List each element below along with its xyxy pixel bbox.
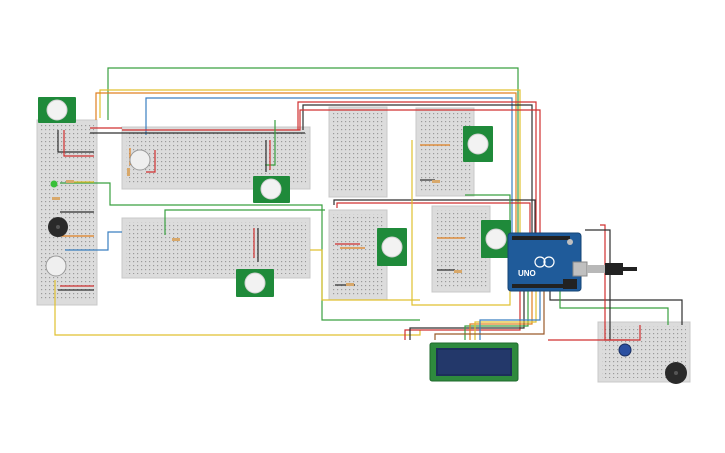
pir-sensor-5[interactable] bbox=[463, 126, 493, 162]
wire-green-farright bbox=[559, 290, 669, 325]
wire-green-top-loop bbox=[107, 67, 519, 235]
wire-yellow-middle bbox=[310, 249, 420, 301]
wire-black-farright bbox=[549, 290, 683, 325]
wire-red-lcd bbox=[404, 290, 521, 340]
wire-orange-lcd bbox=[469, 290, 533, 340]
wire-yellow-right-v bbox=[411, 140, 511, 306]
wire-red-top-2 bbox=[122, 109, 541, 235]
wire-black-center-1 bbox=[333, 199, 536, 235]
wire-yellow-top-loop bbox=[99, 89, 521, 235]
lcd-display[interactable] bbox=[429, 342, 519, 382]
wire-red-center-1 bbox=[336, 202, 531, 235]
wire-black-farright-2 bbox=[585, 229, 611, 340]
piezo-buzzer-left[interactable] bbox=[48, 217, 68, 237]
wire-green-top-board bbox=[265, 120, 276, 166]
breadboard-right-bottom[interactable] bbox=[431, 205, 491, 293]
wire-green-lcd bbox=[464, 290, 529, 340]
wire-green-left-led bbox=[60, 182, 420, 321]
breadboard-center-top[interactable] bbox=[328, 106, 388, 198]
wire-red-left-1 bbox=[63, 130, 94, 157]
usb-cable bbox=[587, 263, 637, 275]
round-sensor-left[interactable] bbox=[45, 255, 67, 277]
wire-black-top bbox=[302, 104, 533, 235]
wire-blue-left-buzzer bbox=[65, 231, 122, 251]
round-sensor-top[interactable] bbox=[129, 149, 151, 171]
wire-red-top-board-2 bbox=[146, 150, 156, 173]
led-indicator[interactable] bbox=[50, 180, 58, 188]
wires bbox=[54, 67, 683, 341]
pir-sensor-4[interactable] bbox=[377, 228, 407, 266]
piezo-buzzer-right[interactable] bbox=[665, 362, 687, 384]
wire-green-middle bbox=[164, 209, 325, 235]
arduino-logo-icon bbox=[534, 256, 546, 268]
pir-sensor-3[interactable] bbox=[236, 269, 274, 297]
wire-red-farright-2 bbox=[548, 325, 641, 341]
reset-button bbox=[567, 239, 573, 245]
arduino-uno[interactable]: UNO bbox=[507, 232, 588, 292]
breadboard-middle-horizontal[interactable] bbox=[121, 217, 311, 279]
wire-brown-lcd bbox=[434, 290, 545, 340]
wire-yellow-lcd bbox=[474, 290, 537, 340]
wire-black-lcd bbox=[409, 290, 525, 340]
arduino-brand-label: UNO bbox=[518, 269, 536, 278]
potentiometer[interactable] bbox=[618, 343, 632, 357]
power-jack bbox=[563, 279, 577, 289]
wire-yellow-left-pot bbox=[54, 280, 421, 336]
pir-sensor-1[interactable] bbox=[38, 97, 76, 123]
pir-sensor-2[interactable] bbox=[253, 176, 290, 203]
wire-blue-top bbox=[145, 97, 513, 235]
pir-sensor-6[interactable] bbox=[481, 220, 511, 258]
wire-blue-lcd bbox=[479, 290, 541, 340]
usb-port bbox=[572, 261, 588, 277]
wire-red-top bbox=[297, 101, 537, 235]
resistors bbox=[52, 168, 462, 286]
wire-orange-top-loop bbox=[95, 92, 517, 235]
wire-black-left-1 bbox=[57, 130, 94, 153]
